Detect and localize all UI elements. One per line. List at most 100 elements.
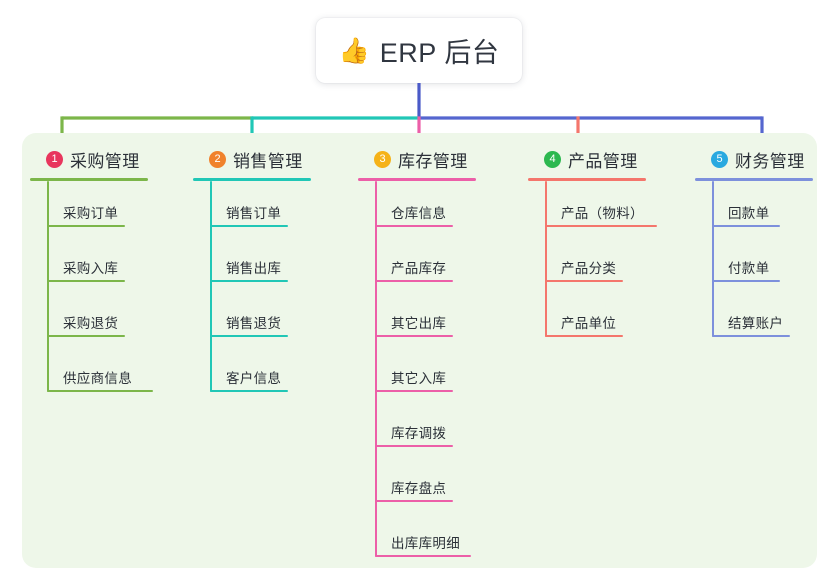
list-item-label: 其它出库 [391,316,447,331]
columns-panel [22,133,817,568]
list-item-rule [375,445,453,447]
list-item[interactable]: 其它入库 [358,346,476,401]
column-title-2: 销售管理 [233,151,303,171]
column-header-rule-2 [193,178,311,181]
list-item-label: 客户信息 [226,371,282,386]
column-spine-1 [47,181,49,392]
list-item-label: 付款单 [728,261,770,276]
list-item[interactable]: 库存盘点 [358,456,476,511]
list-item-label: 供应商信息 [63,371,132,386]
column-spine-5 [712,181,714,337]
list-item[interactable]: 仓库信息 [358,181,476,236]
list-item-rule [47,390,153,392]
column-badge-5: 5 [711,150,728,168]
list-item-rule [545,225,657,227]
list-item[interactable]: 采购入库 [30,236,148,291]
root-node[interactable]: 👍 ERP 后台 [316,18,522,83]
column-3: 3 库存管理仓库信息产品库存其它出库其它入库库存调拨库存盘点出库库明细 [358,147,476,566]
list-item-rule [210,390,288,392]
list-item-label: 销售订单 [226,206,282,221]
list-item-label: 结算账户 [728,316,784,331]
column-header-4[interactable]: 4 产品管理 [528,147,646,171]
list-item[interactable]: 销售退货 [193,291,311,346]
list-item-rule [210,280,288,282]
list-item[interactable]: 产品（物料） [528,181,657,236]
list-item-rule [712,335,790,337]
list-item[interactable]: 产品单位 [528,291,646,346]
list-item[interactable]: 付款单 [695,236,813,291]
list-item-rule [210,335,288,337]
column-badge-2: 2 [209,150,226,168]
column-header-rule-3 [358,178,476,181]
column-title-3: 库存管理 [398,151,468,171]
list-item-label: 出库库明细 [391,536,460,551]
column-1: 1 采购管理采购订单采购入库采购退货供应商信息 [30,147,153,401]
list-item-rule [375,225,453,227]
column-title-4: 产品管理 [568,151,638,171]
column-header-rule-5 [695,178,813,181]
column-items-1: 采购订单采购入库采购退货供应商信息 [30,181,153,401]
list-item[interactable]: 产品库存 [358,236,476,291]
list-item[interactable]: 销售订单 [193,181,311,236]
list-item-label: 回款单 [728,206,770,221]
column-header-3[interactable]: 3 库存管理 [358,147,476,171]
list-item-rule [375,500,453,502]
list-item[interactable]: 供应商信息 [30,346,153,401]
list-item[interactable]: 其它出库 [358,291,476,346]
column-2: 2 销售管理销售订单销售出库销售退货客户信息 [193,147,311,401]
list-item-rule [375,555,471,557]
list-item-label: 采购入库 [63,261,119,276]
column-title-1: 采购管理 [70,151,140,171]
list-item-label: 产品分类 [561,261,617,276]
list-item-label: 产品（物料） [561,206,644,221]
list-item-rule [47,225,125,227]
list-item-rule [712,225,780,227]
list-item-label: 采购退货 [63,316,119,331]
column-badge-3: 3 [374,150,391,168]
column-header-5[interactable]: 5 财务管理 [695,147,813,171]
list-item-label: 产品单位 [561,316,617,331]
list-item-rule [712,280,780,282]
column-items-3: 仓库信息产品库存其它出库其它入库库存调拨库存盘点出库库明细 [358,181,476,566]
column-items-2: 销售订单销售出库销售退货客户信息 [193,181,311,401]
column-badge-1: 1 [46,150,63,168]
list-item-rule [375,390,453,392]
list-item[interactable]: 客户信息 [193,346,311,401]
list-item-label: 库存调拨 [391,426,447,441]
list-item[interactable]: 采购退货 [30,291,148,346]
column-5: 5 财务管理回款单付款单结算账户 [695,147,813,346]
list-item-rule [47,280,125,282]
column-title-5: 财务管理 [735,151,805,171]
list-item[interactable]: 回款单 [695,181,813,236]
column-badge-4: 4 [544,150,561,168]
list-item-rule [47,335,125,337]
root-title: ERP 后台 [379,38,500,68]
list-item-rule [210,225,288,227]
column-spine-3 [375,181,377,557]
list-item[interactable]: 销售出库 [193,236,311,291]
list-item-label: 产品库存 [391,261,447,276]
list-item[interactable]: 出库库明细 [358,511,476,566]
thumbs-up-icon: 👍 [338,37,370,65]
column-header-1[interactable]: 1 采购管理 [30,147,148,171]
column-header-2[interactable]: 2 销售管理 [193,147,311,171]
list-item[interactable]: 库存调拨 [358,401,476,456]
column-items-4: 产品（物料） 产品分类产品单位 [528,181,657,346]
list-item[interactable]: 采购订单 [30,181,148,236]
list-item-rule [545,335,623,337]
list-item-label: 其它入库 [391,371,447,386]
list-item-label: 采购订单 [63,206,119,221]
column-header-rule-1 [30,178,148,181]
list-item-rule [375,335,453,337]
list-item-label: 销售出库 [226,261,282,276]
column-header-rule-4 [528,178,646,181]
list-item[interactable]: 结算账户 [695,291,813,346]
list-item[interactable]: 产品分类 [528,236,646,291]
list-item-label: 销售退货 [226,316,282,331]
column-items-5: 回款单付款单结算账户 [695,181,813,346]
list-item-label: 仓库信息 [391,206,447,221]
column-spine-4 [545,181,547,337]
list-item-label: 库存盘点 [391,481,447,496]
column-spine-2 [210,181,212,392]
